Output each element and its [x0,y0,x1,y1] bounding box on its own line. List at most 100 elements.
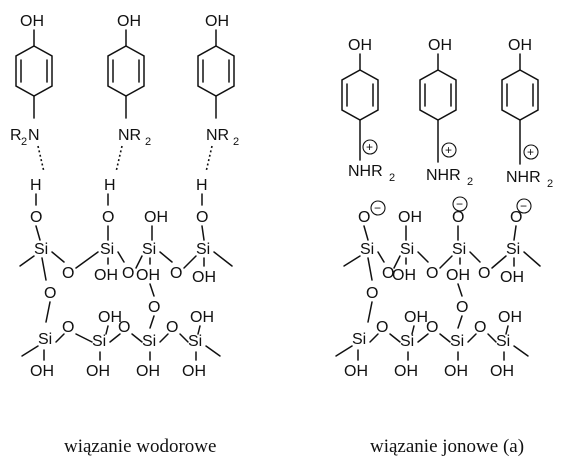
right-caption: wiązanie jonowe (a) [370,436,524,457]
surface-oh-label: OH [490,363,514,380]
si-label: Si [400,333,414,350]
o-label: O [426,319,438,336]
minus-sign: − [374,201,381,215]
plus-sign: + [366,140,373,154]
o-label: O [426,265,438,282]
o-label: O [376,319,388,336]
left-phenol-3: OH NR 2 H [196,13,239,206]
right-phenol-3: OH + NHR 2 [501,37,553,190]
minus-sign: − [520,199,527,213]
ammonium-label: NHR [348,163,383,180]
o-label: O [30,209,42,226]
surface-oh-label: OH [394,363,418,380]
right-panel-ionic-bond: OH + NHR 2 OH + NHR 2 OH [335,37,553,457]
surface-oh-label: OH [86,363,110,380]
o-label: O [122,265,134,282]
minus-charge-icon [370,200,386,216]
surface-oh-label: OH [392,267,416,284]
amine-n-label: N [28,127,40,144]
si-label: Si [100,241,114,258]
plus-charge-icon [523,144,539,160]
o-label: O [148,299,160,316]
minus-charge-icon [516,198,532,214]
o-label: O [510,209,522,226]
surface-oh-label: OH [500,269,524,286]
left-surface-lower-layer: OH OH Si Si Si Si O O O OH OH OH [21,309,221,380]
plus-charge-icon [362,139,378,155]
o-label: O [44,285,56,302]
h-label: H [196,177,208,194]
si-label: Si [196,241,210,258]
ammonium-label: NHR [506,169,541,186]
minus-sign: − [456,197,463,211]
h-label: H [104,177,116,194]
surface-oh-label: OH [144,209,168,226]
si-label: Si [142,333,156,350]
si-label: Si [142,241,156,258]
left-surface-upper-layer: O O OH O Si Si Si Si O O O OH [19,209,233,329]
o-label: O [62,319,74,336]
right-surface-lower-layer: OH OH Si Si Si Si O O O OH OH OH [335,309,529,380]
o-label: O [382,265,394,282]
surface-oh-label: OH [398,209,422,226]
si-label: Si [452,241,466,258]
amine-r-subscript: 2 [21,136,27,148]
si-label: Si [400,241,414,258]
surface-oh-label: OH [192,269,216,286]
minus-charge-icon [452,196,468,212]
si-label: Si [360,241,374,258]
surface-oh-label: OH [498,309,522,326]
surface-oh-label: OH [136,267,160,284]
hydroxyl-label: OH [20,13,44,30]
o-label: O [452,209,464,226]
surface-oh-label: OH [444,363,468,380]
o-label: O [474,319,486,336]
surface-oh-label: OH [446,267,470,284]
amine-label: NR [206,127,229,144]
si-label: Si [450,333,464,350]
surface-oh-label: OH [30,363,54,380]
o-label: O [166,319,178,336]
surface-oh-label: OH [190,309,214,326]
ammonium-subscript: 2 [547,178,553,190]
surface-oh-label: OH [98,309,122,326]
surface-oh-label: OH [94,267,118,284]
o-label: O [62,265,74,282]
o-label: O [118,319,130,336]
o-label: O [478,265,490,282]
surface-oh-label: OH [182,363,206,380]
ammonium-subscript: 2 [467,176,473,188]
amine-subscript: 2 [233,136,239,148]
plus-sign: + [527,145,534,159]
h-label: H [30,177,42,194]
surface-oh-label: OH [136,363,160,380]
left-phenol-1: OH R 2 N H [10,13,53,206]
o-label: O [358,209,370,226]
left-panel-hydrogen-bond: OH R 2 N H OH NR 2 H OH [10,13,239,457]
plus-sign: + [445,143,452,157]
amine-r-label: R [10,127,22,144]
hydroxyl-label: OH [205,13,229,30]
ammonium-label: NHR [426,167,461,184]
hydroxyl-label: OH [428,37,452,54]
amine-subscript: 2 [145,136,151,148]
hydroxyl-label: OH [348,37,372,54]
o-label: O [196,209,208,226]
plus-charge-icon [441,142,457,158]
hydroxyl-label: OH [508,37,532,54]
hydroxyl-label: OH [117,13,141,30]
right-phenol-2: OH + NHR 2 [419,37,473,188]
si-label: Si [506,241,520,258]
surface-oh-label: OH [344,363,368,380]
left-phenol-2: OH NR 2 H [104,13,151,206]
surface-oh-label: OH [404,309,428,326]
si-label: Si [188,333,202,350]
o-label: O [170,265,182,282]
amine-label: NR [118,127,141,144]
ammonium-subscript: 2 [389,172,395,184]
si-label: Si [34,241,48,258]
o-label: O [456,299,468,316]
si-label: Si [38,331,52,348]
si-label: Si [496,333,510,350]
